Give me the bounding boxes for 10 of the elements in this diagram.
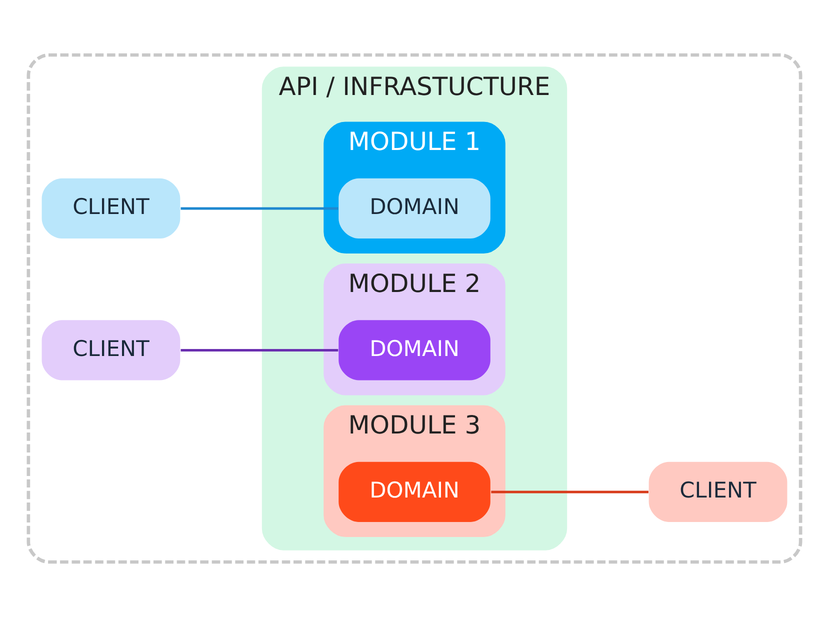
node-box: DOMAIN <box>338 178 490 238</box>
connector <box>491 490 648 494</box>
connector <box>180 348 338 352</box>
cluster <box>26 53 802 564</box>
node-box: DOMAIN <box>338 462 490 522</box>
node-box: DOMAIN <box>338 320 490 380</box>
connector <box>180 207 338 210</box>
node-box: CLIENT <box>42 178 180 238</box>
node-box: CLIENT <box>42 320 180 380</box>
node-box: CLIENT <box>648 462 788 522</box>
